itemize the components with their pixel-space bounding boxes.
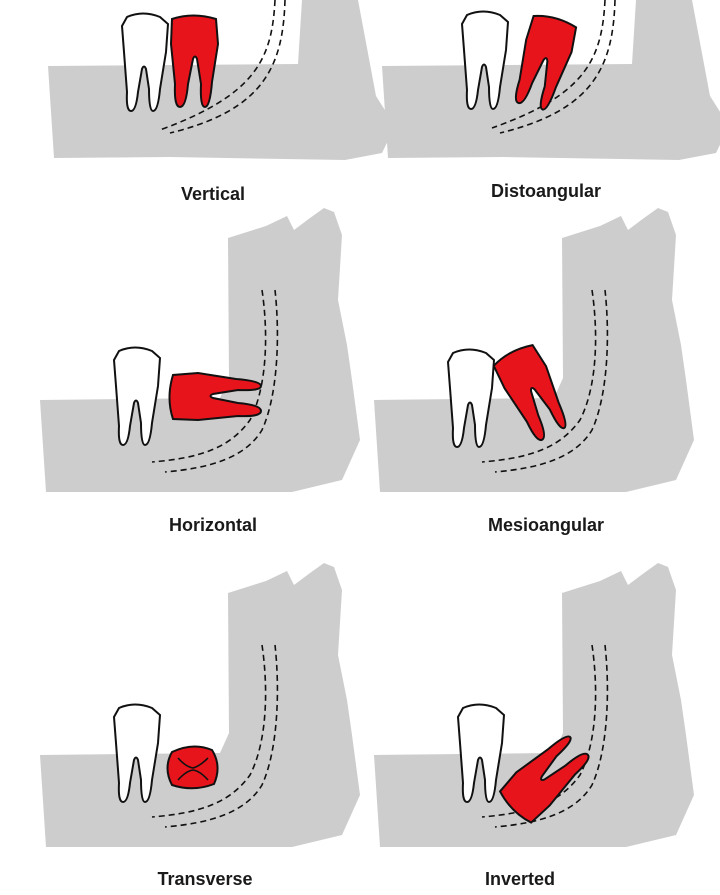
- caption-distoangular: Distoangular: [490, 181, 601, 201]
- nerve-canal: [481, 289, 609, 473]
- panel-horizontal: [40, 208, 360, 492]
- panel-mesioangular: [374, 208, 694, 492]
- nerve-canal: [151, 644, 279, 828]
- caption-inverted: Inverted: [484, 869, 556, 889]
- caption-horizontal: Horizontal: [169, 515, 257, 535]
- panel-transverse: [40, 563, 360, 847]
- panel-vertical: [48, 0, 395, 160]
- impacted-molar-occlusal-shape: [166, 745, 219, 790]
- nerve-canal: [159, 0, 286, 134]
- panel-inverted: [374, 563, 694, 847]
- nerve-canal: [491, 0, 616, 134]
- mandible-shape: [40, 208, 360, 492]
- caption-transverse: Transverse: [157, 869, 253, 889]
- caption-mesioangular: Mesioangular: [487, 515, 605, 535]
- nerve-canal: [151, 289, 279, 473]
- mandible-shape: [40, 563, 360, 847]
- panel-distoangular: [382, 0, 720, 160]
- caption-vertical: Vertical: [180, 184, 246, 204]
- mandible-shape: [48, 0, 395, 160]
